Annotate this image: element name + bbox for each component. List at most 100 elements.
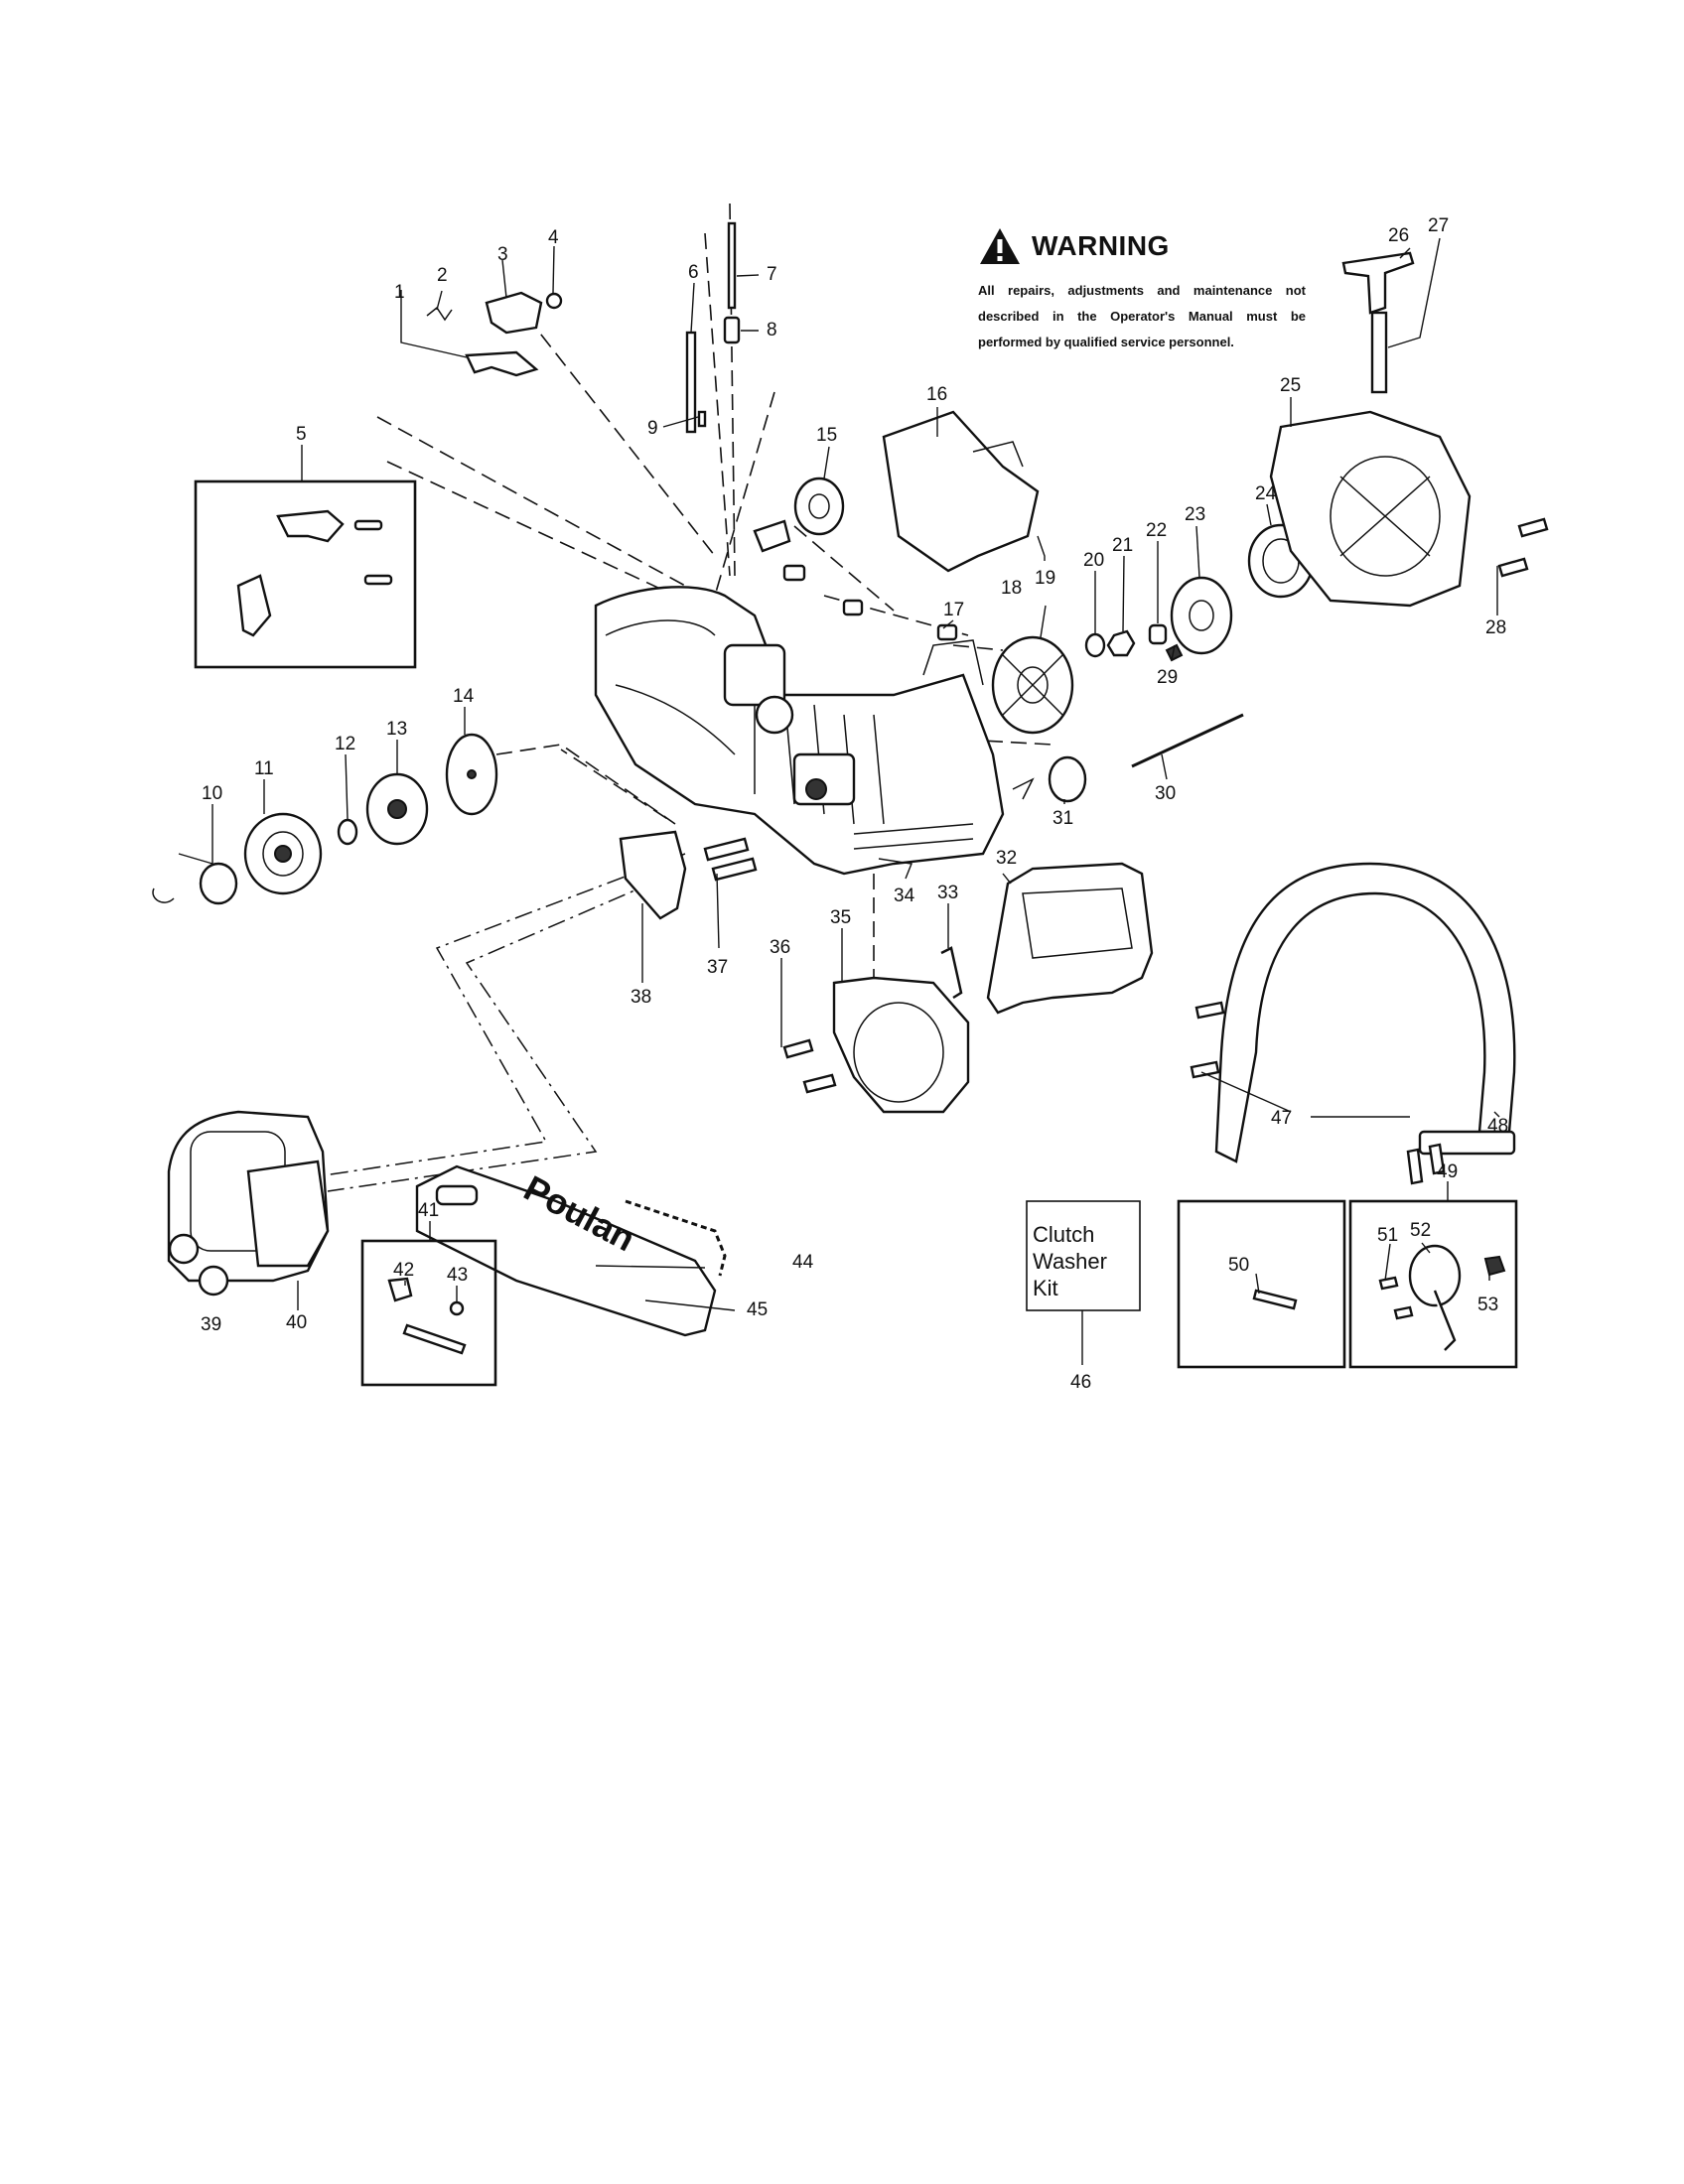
clutch-washer-kit-label: Clutch Washer Kit — [1033, 1221, 1142, 1301]
kit-box-5 — [194, 479, 417, 669]
warning-triangle-icon — [980, 228, 1020, 264]
part-number-19: 19 — [1035, 568, 1055, 589]
starter-rope — [1370, 311, 1388, 394]
grommet — [1048, 755, 1087, 803]
rod-7 — [727, 221, 737, 310]
rod-30 — [1131, 713, 1244, 768]
part-number-40: 40 — [286, 1312, 307, 1333]
cylinder-shield — [882, 410, 1040, 573]
part-number-52: 52 — [1410, 1220, 1431, 1241]
nut-39a — [168, 1233, 200, 1265]
air-filter — [793, 477, 845, 536]
part-number-32: 32 — [996, 848, 1017, 869]
nut-43 — [449, 1300, 465, 1316]
part-number-53: 53 — [1477, 1295, 1498, 1315]
part-number-22: 22 — [1146, 520, 1167, 541]
part-number-30: 30 — [1155, 783, 1176, 804]
kit-label-line3: Kit — [1033, 1276, 1058, 1300]
pump-screw — [1252, 1289, 1298, 1310]
screw-47a — [1194, 1001, 1225, 1020]
part-number-39: 39 — [201, 1314, 221, 1335]
kit-box-50 — [1177, 1199, 1346, 1369]
part-number-13: 13 — [386, 719, 407, 740]
part-number-29: 29 — [1157, 667, 1178, 688]
part-number-16: 16 — [926, 384, 947, 405]
warning-notice: WARNING All repairs, adjustments and mai… — [978, 226, 1306, 355]
part-number-1: 1 — [394, 282, 405, 303]
kit-box-46 — [1026, 1200, 1141, 1311]
kit-boxes — [194, 479, 1518, 1387]
bushing-8 — [723, 316, 741, 344]
starter-pulley — [1170, 576, 1233, 655]
part-number-7: 7 — [767, 264, 777, 285]
e-clip — [152, 887, 175, 903]
starter-housing — [1269, 410, 1472, 608]
part-number-51: 51 — [1377, 1225, 1398, 1246]
part-number-5: 5 — [296, 424, 307, 445]
part-number-31: 31 — [1052, 808, 1073, 829]
chain-brake-handle — [986, 862, 1154, 1015]
part-number-28: 28 — [1485, 617, 1506, 638]
kit-label-line2: Washer — [1033, 1249, 1107, 1274]
part-shapes — [152, 221, 1549, 1355]
trigger-lever — [465, 350, 539, 377]
part-number-33: 33 — [937, 883, 958, 903]
screw-51b — [1393, 1305, 1414, 1320]
part-number-18: 18 — [1001, 578, 1022, 599]
part-number-50: 50 — [1228, 1255, 1249, 1276]
part-number-2: 2 — [437, 265, 448, 286]
part-number-47: 47 — [1271, 1108, 1292, 1129]
ring — [545, 292, 563, 310]
part-number-6: 6 — [688, 262, 699, 283]
part-number-42: 42 — [393, 1260, 414, 1281]
part-number-45: 45 — [747, 1299, 768, 1320]
screw-28b — [1497, 557, 1529, 578]
part-number-3: 3 — [497, 244, 508, 265]
kit-box-41 — [360, 1239, 497, 1387]
part-number-11: 11 — [254, 758, 274, 779]
part-number-25: 25 — [1280, 375, 1301, 396]
screw-28a — [1517, 517, 1549, 538]
washer-12 — [337, 818, 358, 846]
part-number-labels: 1 2 3 4 5 6 7 8 9 10 11 12 13 14 15 16 1… — [201, 215, 1508, 1393]
part-number-10: 10 — [202, 783, 222, 804]
part-number-49: 49 — [1437, 1161, 1458, 1182]
screw-36a — [782, 1038, 814, 1059]
screw-51a — [1378, 1276, 1399, 1291]
part-number-46: 46 — [1070, 1372, 1091, 1393]
saw-chain — [625, 1199, 727, 1277]
starter-handle — [1341, 251, 1415, 315]
stud-37b — [711, 857, 758, 882]
leader-lines — [178, 237, 1500, 1365]
part-number-34: 34 — [894, 886, 915, 906]
oil-pump — [1408, 1244, 1462, 1307]
screw-36b — [802, 1073, 837, 1094]
part-number-48: 48 — [1487, 1116, 1508, 1137]
part-number-17: 17 — [943, 600, 964, 620]
part-number-24: 24 — [1255, 483, 1277, 504]
guide-bar — [415, 1164, 717, 1337]
throttle-lockout — [276, 509, 345, 543]
screw-29 — [1165, 643, 1184, 662]
adjusting-screw — [402, 1323, 467, 1355]
screw-47b — [1190, 1060, 1220, 1079]
nut-21 — [1106, 629, 1136, 657]
part-number-37: 37 — [707, 957, 728, 978]
part-number-4: 4 — [548, 227, 559, 248]
nut-39b — [198, 1265, 229, 1297]
part-number-27: 27 — [1428, 215, 1449, 236]
handle-trigger — [236, 574, 272, 637]
warning-text: All repairs, adjustments and maintenance… — [978, 283, 1306, 349]
part-number-44: 44 — [792, 1252, 814, 1273]
part-number-41: 41 — [418, 1200, 439, 1221]
stud-37a — [703, 837, 750, 862]
part-number-21: 21 — [1112, 535, 1133, 556]
brake-assembly — [832, 976, 970, 1114]
screw-47c — [1406, 1148, 1424, 1185]
part-number-26: 26 — [1388, 225, 1409, 246]
part-number-35: 35 — [830, 907, 851, 928]
part-number-23: 23 — [1185, 504, 1205, 525]
part-number-38: 38 — [631, 987, 651, 1008]
part-number-14: 14 — [453, 686, 475, 707]
